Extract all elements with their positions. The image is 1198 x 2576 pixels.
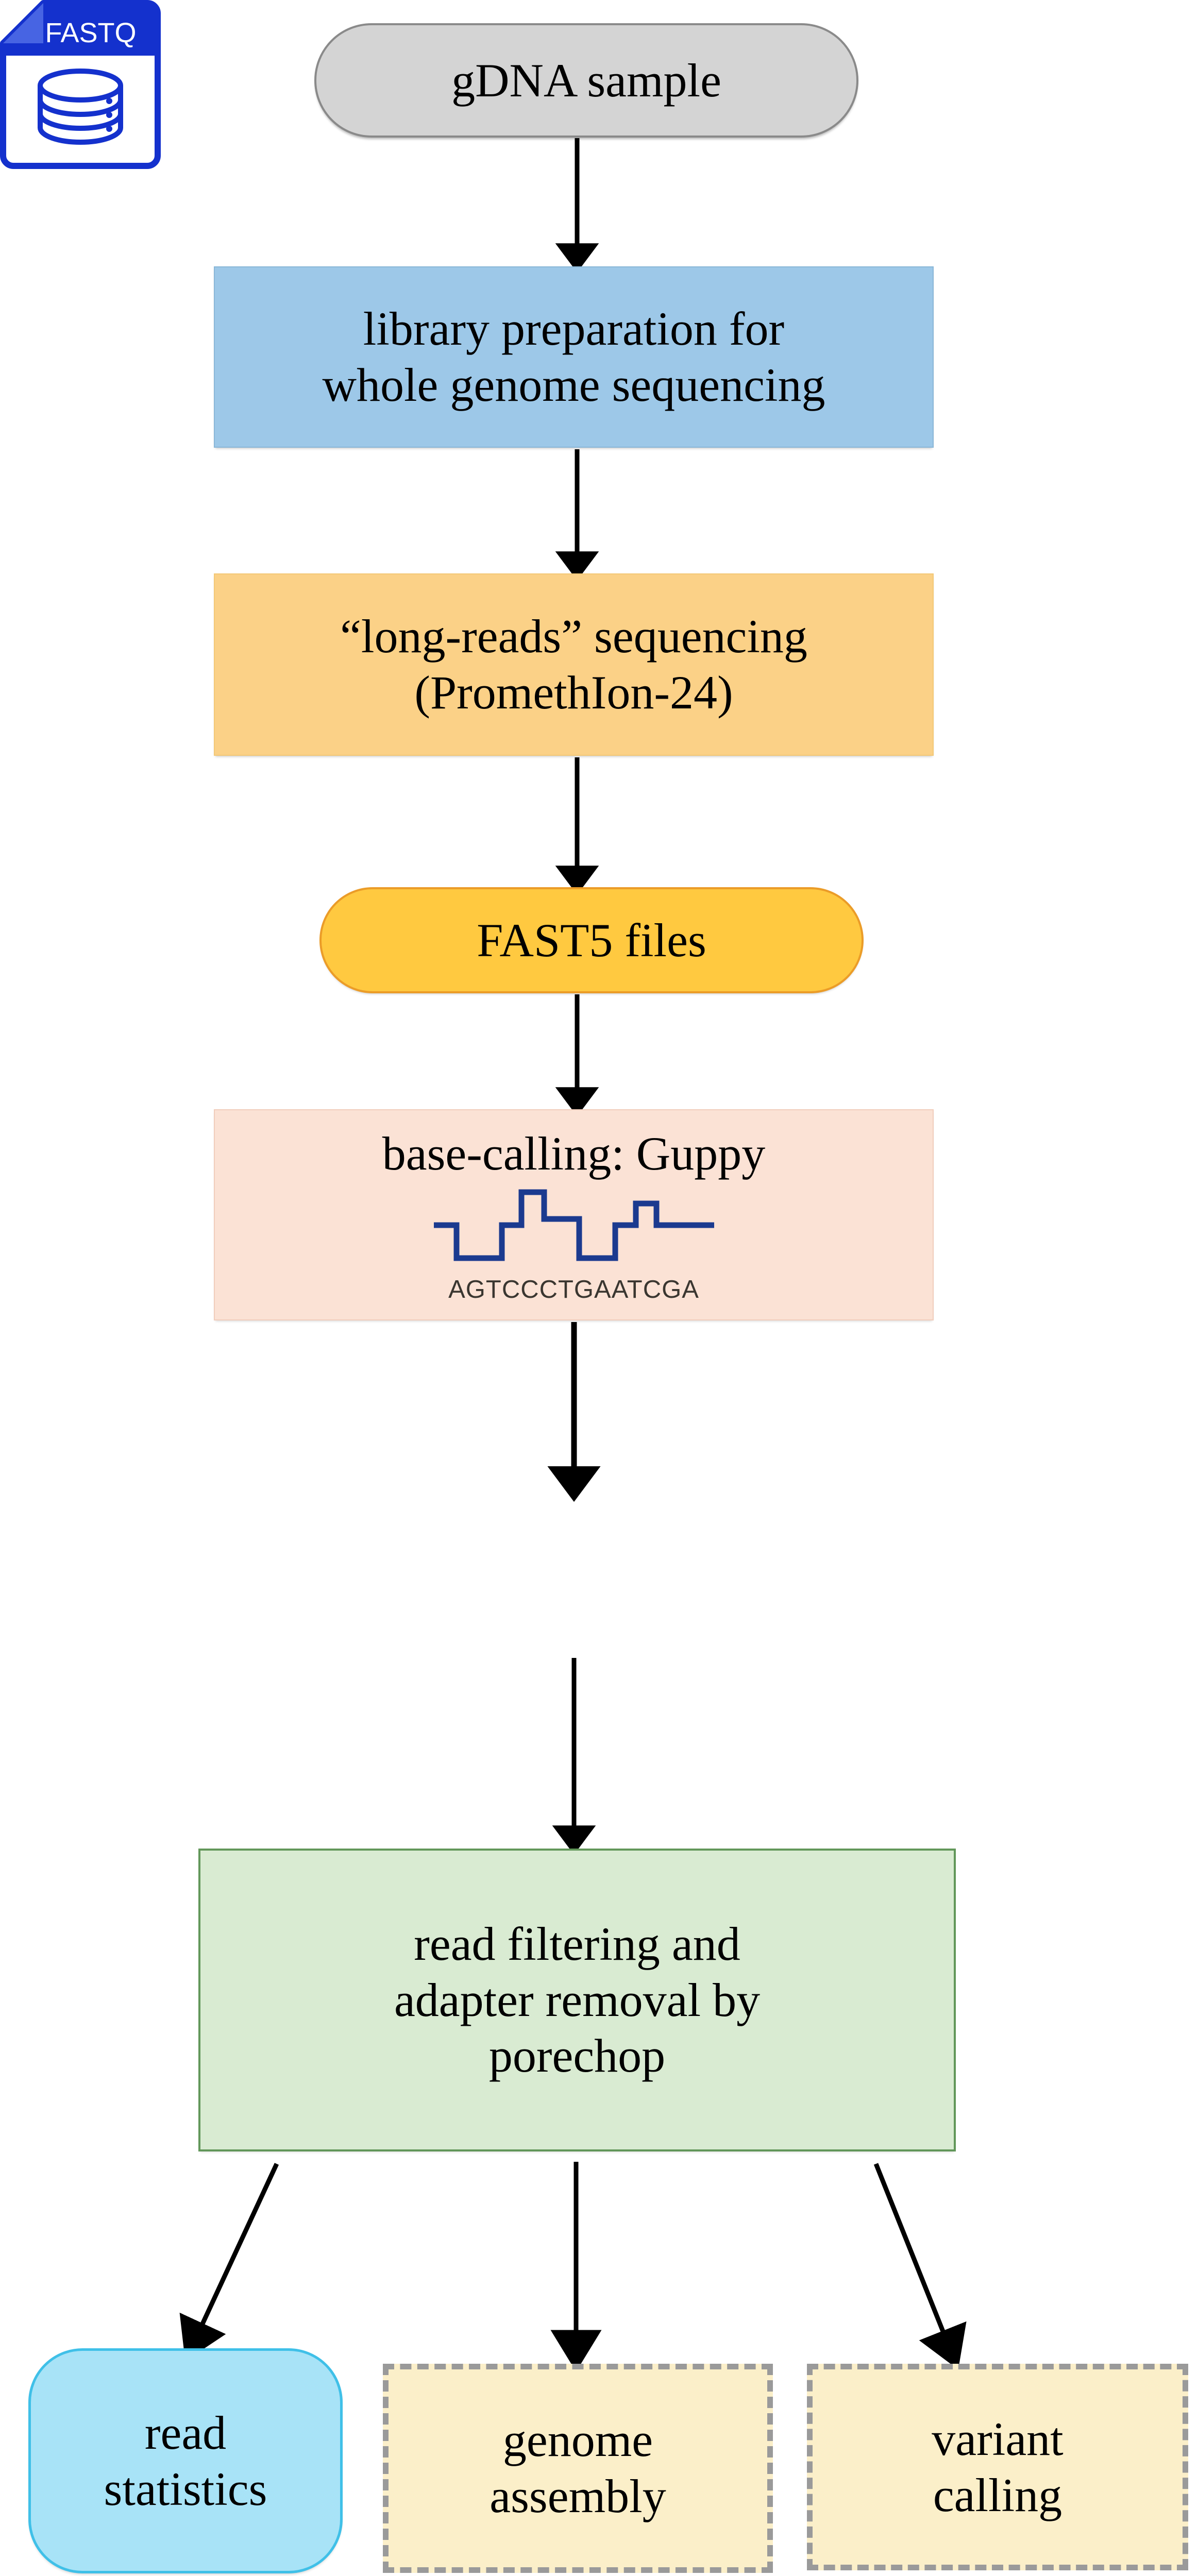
node-genome-assembly[interactable]: genome assembly [383, 2364, 773, 2573]
node-gdna-sample-label: gDNA sample [451, 54, 721, 107]
node-long-reads-sequencing[interactable]: “long-reads” sequencing (PromethIon-24) [214, 573, 934, 756]
node-read-filtering-porechop-line1: read filtering and [414, 1918, 740, 1971]
node-fastq-file[interactable]: FASTQ [0, 0, 161, 169]
node-read-filtering-porechop[interactable]: read filtering and adapter removal by po… [198, 1849, 956, 2151]
nanopore-signal-trace-icon [433, 1189, 714, 1261]
node-read-statistics[interactable]: read statistics [28, 2348, 343, 2573]
svg-text:FASTQ: FASTQ [45, 18, 136, 48]
node-read-statistics-line1: read [144, 2406, 227, 2459]
node-long-reads-sequencing-line2: (PromethIon-24) [414, 666, 733, 719]
fastq-file-database-icon: FASTQ [0, 0, 161, 169]
node-variant-calling-line2: calling [933, 2468, 1062, 2521]
node-variant-calling-line1: variant [932, 2412, 1064, 2465]
node-genome-assembly-line1: genome [502, 2414, 653, 2467]
node-long-reads-sequencing-line1: “long-reads” sequencing [340, 610, 807, 663]
node-base-calling-guppy-label: base-calling: Guppy [382, 1127, 766, 1180]
edge-porechop-to-variant-calling [873, 2163, 967, 2370]
node-read-filtering-porechop-line2: adapter removal by [394, 1973, 761, 2026]
node-library-preparation[interactable]: library preparation for whole genome seq… [214, 266, 934, 448]
node-base-calling-guppy[interactable]: base-calling: Guppy AGTCCCTGAATCGA [214, 1109, 934, 1320]
node-read-filtering-porechop-line3: porechop [488, 2029, 666, 2082]
node-gdna-sample[interactable]: gDNA sample [314, 23, 858, 138]
edge-porechop-to-read-statistics [179, 2163, 279, 2362]
node-fast5-files-label: FAST5 files [477, 913, 706, 967]
node-library-preparation-line2: whole genome sequencing [322, 359, 825, 411]
node-genome-assembly-line2: assembly [490, 2470, 666, 2522]
node-fast5-files[interactable]: FAST5 files [319, 887, 864, 993]
node-variant-calling[interactable]: variant calling [807, 2364, 1188, 2570]
node-base-calling-sequence-text: AGTCCCTGAATCGA [448, 1275, 699, 1303]
node-library-preparation-line1: library preparation for [363, 302, 785, 355]
node-read-statistics-line2: statistics [104, 2462, 267, 2515]
